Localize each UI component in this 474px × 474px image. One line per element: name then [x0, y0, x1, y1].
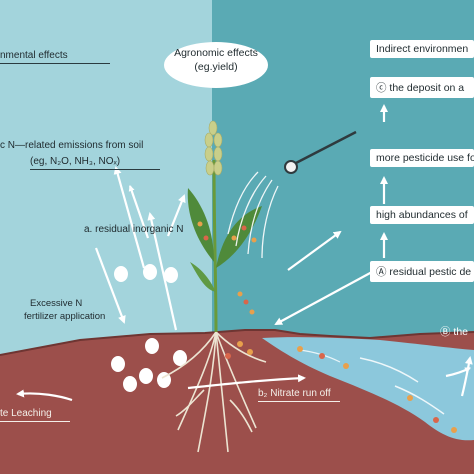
fertilizer-granule [143, 264, 157, 280]
box-residual-pesticide: Ⓐ residual pestic de [370, 261, 474, 282]
pellet [249, 309, 255, 315]
fertilizer-granule [173, 350, 187, 366]
arrow-emission-up [113, 166, 146, 269]
arrow-residual-up [166, 194, 186, 237]
fertilizer-granule [114, 266, 128, 282]
box-deposit: ⓒ the deposit on a [370, 77, 474, 98]
agronomic-effects-bubble: Agronomic effects (eg.yield) [164, 42, 268, 88]
water-ripple-1 [359, 357, 419, 383]
pellet [247, 349, 253, 355]
pellet [451, 427, 457, 433]
plant-stem [212, 159, 218, 333]
pellet [237, 341, 243, 347]
spray-nozzle-shaft [293, 130, 357, 166]
label-residual-inorganic-n: a. residual inorganic N [84, 224, 184, 235]
pellet [319, 353, 325, 359]
pellet [225, 353, 231, 359]
pellet [343, 363, 349, 369]
pellet [407, 395, 413, 401]
box-high-abundance: high abundances of [370, 206, 474, 224]
soil-surface-line [0, 329, 474, 356]
fertilizer-granule [111, 356, 125, 372]
arrow-emission-left [128, 185, 150, 239]
label-environmental-effects: nmental effects [0, 50, 110, 64]
arrow-spray-to-box [287, 230, 342, 271]
box-more-pesticide: more pesticide use fo [370, 149, 474, 167]
label-emissions-line1: c N—related emissions from soil [0, 140, 144, 151]
arrow-residual-pesticide [274, 271, 373, 325]
pellet [197, 221, 203, 227]
pellet [251, 237, 257, 243]
arrow-stream-up [460, 356, 473, 397]
arrow-fertilizer-down [94, 247, 126, 324]
leaf-low [190, 262, 216, 292]
pellet [203, 235, 209, 241]
arrow-runoff [187, 374, 306, 390]
arrow-leaching [16, 389, 73, 402]
label-excessive-n: Excessive N [30, 298, 83, 309]
pellet [433, 417, 439, 423]
water-ripple-2 [394, 385, 445, 415]
water-stream [262, 337, 474, 441]
fertilizer-granule [164, 267, 178, 283]
spray-nozzle-head [284, 160, 298, 174]
pellet [237, 291, 243, 297]
fertilizer-granule [139, 368, 153, 384]
pellet [243, 299, 249, 305]
pellet [241, 225, 247, 231]
wheat-head [204, 120, 223, 176]
arrow-soil-left [147, 212, 178, 331]
label-emissions-line2: (eg, N₂O, NH₃, NOₓ) [30, 156, 160, 170]
label-leaching: te Leaching [0, 408, 70, 422]
fertilizer-granule [145, 338, 159, 354]
box-item-b: Ⓑ the [440, 326, 469, 338]
box-indirect-environmental: Indirect environmen [370, 40, 474, 58]
spray-mist [227, 171, 279, 259]
pellet [297, 346, 303, 352]
leaf-right [216, 206, 262, 268]
fertilizer-granule [123, 376, 137, 392]
plant-roots [161, 331, 267, 453]
label-fertilizer-application: fertilizer application [24, 311, 106, 322]
label-nitrate-runoff: b₂ Nitrate run off [258, 388, 340, 402]
pellet [231, 235, 237, 241]
agronomic-effects-line1: Agronomic effects [174, 47, 258, 59]
process-arrows [16, 104, 473, 402]
agronomic-effects-line2: (eg.yield) [194, 61, 238, 73]
arrow-stream-right [445, 367, 471, 378]
